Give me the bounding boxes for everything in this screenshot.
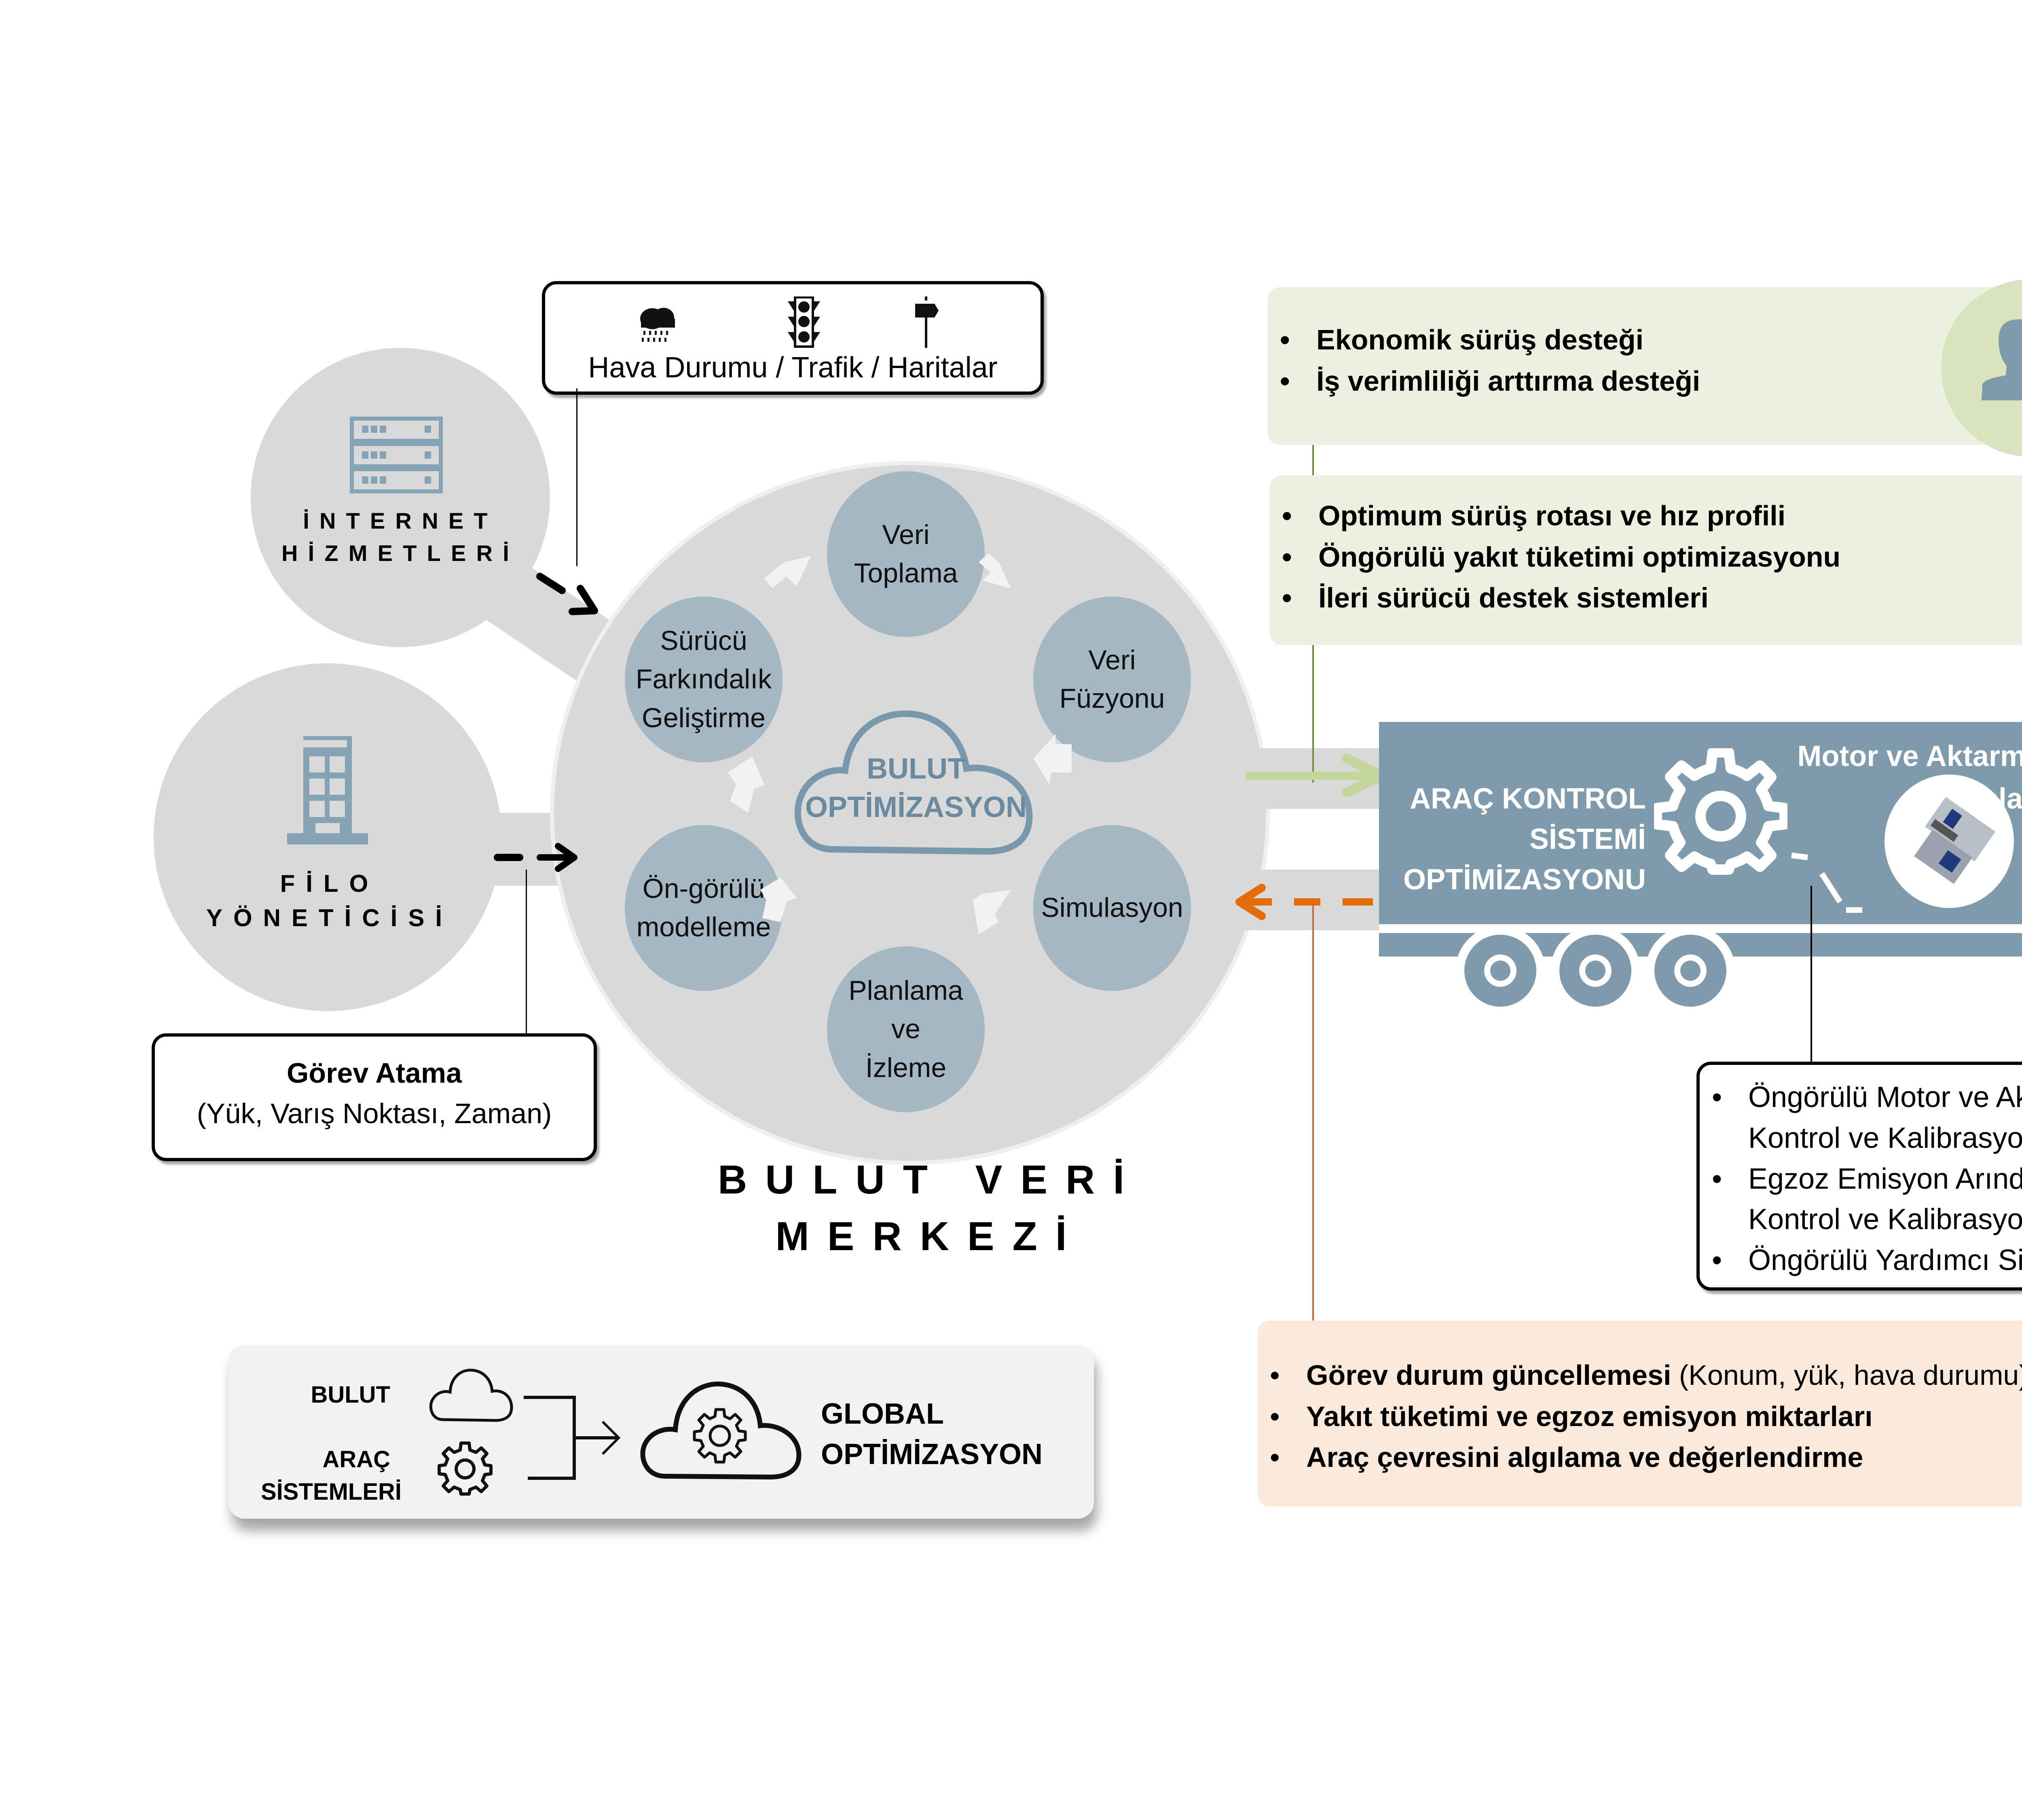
node-label: Veri Füzyonu — [1059, 644, 1165, 714]
cloud-optimization-icon: BULUT OPTİMİZASYON — [785, 696, 1047, 866]
feedback-panel-connector — [1312, 902, 1314, 1327]
route-optimization-panel: Optimum sürüş rotası ve hız profili Öngö… — [1270, 475, 2022, 645]
gear-to-engine-connector — [1789, 845, 1870, 918]
cycle-arrow-2 — [979, 553, 1011, 588]
feedback-item-bold: Araç çevresini algılama ve değerlendirme — [1306, 1441, 1863, 1473]
powertrain-item-line1: Öngörülü Yardımcı Sistemler Kontrolü — [1748, 1244, 2022, 1277]
powertrain-item: Egzoz Emisyon Arındırma SistemiKontrol v… — [1700, 1159, 2022, 1240]
node-label: Planlama ve İzleme — [848, 975, 963, 1083]
feedback-item-normal: (Konum, yük, hava durumu) — [1671, 1359, 2022, 1391]
truck-control-line2: SİSTEMİ — [1529, 823, 1646, 855]
server-rack-icon — [350, 417, 443, 493]
powertrain-item-line1: Egzoz Emisyon Arındırma Sistemi — [1748, 1162, 2022, 1195]
cycle-arrow-5 — [760, 878, 797, 922]
weather-box-connector — [576, 388, 577, 566]
powertrain-item-line2: Kontrol ve Kalibrasyonu — [1748, 1203, 2022, 1236]
task-subtitle: (Yük, Varış Noktası, Zaman) — [197, 1098, 552, 1129]
node-on-gorulu-modelleme: Ön-görülü modelleme — [625, 825, 783, 991]
cloud-center-line1: BULUT — [867, 753, 965, 785]
legend-cloud-label: BULUT — [311, 1382, 390, 1408]
node-label: Ön-görülü modelleme — [636, 873, 771, 942]
fleet-label-line2: YÖNETİCİSİ — [206, 904, 453, 931]
cycle-arrow-6 — [728, 756, 764, 813]
traffic-light-icon — [788, 296, 820, 349]
rain-cloud-icon — [636, 301, 681, 345]
node-label: Simulasyon — [1041, 892, 1183, 923]
legend-cloud-icon — [427, 1367, 516, 1424]
legend-vehicle-label-2: SİSTEMLERİ — [261, 1479, 402, 1505]
node-surucu-farkindalik: Sürücü Farkındalık Geliştirme — [625, 597, 783, 762]
driver-support-item: Ekonomik sürüş desteği — [1268, 320, 1700, 361]
feedback-item: Yakıt tüketimi ve egzoz emisyon miktarla… — [1258, 1396, 2022, 1437]
route-item: Optimum sürüş rotası ve hız profili — [1270, 495, 1840, 537]
cloud-data-center-title-line2: MERKEZİ — [775, 1214, 1085, 1259]
truck-control-line1: ARAÇ KONTROL — [1410, 783, 1646, 815]
task-title: Görev Atama — [286, 1057, 462, 1089]
powertrain-box-connector — [1810, 886, 1812, 1064]
route-item: Öngörülü yakıt tüketimi optimizasyonu — [1270, 537, 1840, 578]
node-veri-fuzyonu: Veri Füzyonu — [1033, 597, 1191, 762]
driver-support-panel: Ekonomik sürüş desteği İş verimliliği ar… — [1268, 287, 2022, 445]
node-label: Sürücü Farkındalık Geliştirme — [635, 625, 772, 733]
truck-control-line3: OPTİMİZASYONU — [1403, 863, 1646, 896]
driver-panel-connector — [1312, 445, 1314, 477]
powertrain-control-box: Öngörülü Motor ve Aktarma OrganlarıKontr… — [1696, 1062, 2022, 1291]
powertrain-item: Öngörülü Yardımcı Sistemler Kontrolü — [1700, 1240, 2022, 1281]
truck-to-cloud-arrow — [1233, 882, 1387, 922]
feedback-item-bold: Görev durum güncellemesi — [1306, 1359, 1671, 1391]
powertrain-item-line2: Kontrol ve Kalibrasyonu — [1748, 1122, 2022, 1154]
engine-image-icon — [1885, 775, 2014, 908]
building-icon — [287, 736, 368, 853]
cycle-arrow-4 — [973, 890, 1011, 934]
internet-label-line2: HİZMETLERİ — [281, 540, 519, 566]
cloud-to-truck-arrow — [1242, 752, 1391, 798]
powertrain-item: Öngörülü Motor ve Aktarma OrganlarıKontr… — [1700, 1077, 2022, 1159]
legend-vehicle-label-1: ARAÇ — [322, 1446, 390, 1473]
feedback-item: Araç çevresini algılama ve değerlendirme — [1258, 1437, 2022, 1478]
external-data-box: Hava Durumu / Trafik / Haritalar — [542, 281, 1044, 395]
powertrain-item-line1: Öngörülü Motor ve Aktarma Organları — [1748, 1081, 2022, 1113]
cycle-arrow-1 — [764, 556, 811, 588]
task-assignment-box: Görev Atama (Yük, Varış Noktası, Zaman) — [152, 1033, 597, 1161]
node-label: Veri Toplama — [854, 519, 958, 588]
driver-support-item: İş verimliliği arttırma desteği — [1268, 361, 1700, 402]
legend-result-line1: GLOBAL — [821, 1398, 944, 1430]
internet-label-line1: İNTERNET — [303, 508, 498, 533]
internet-to-cloud-arrow — [534, 566, 607, 623]
cycle-arrows — [728, 553, 1072, 934]
legend-merge-arrow — [520, 1391, 625, 1484]
fleet-label-line1: FİLO — [280, 870, 379, 897]
route-item: İleri sürücü destek sistemleri — [1270, 578, 1840, 619]
legend-box: BULUT ARAÇ SİSTEMLERİ GLOBAL OPTİMİZASYO… — [228, 1345, 1094, 1519]
powertrain-line1: Motor ve Aktarma — [1797, 740, 2022, 772]
legend-result-line2: OPTİMİZASYON — [821, 1438, 1043, 1471]
feedback-item-bold: Yakıt tüketimi ve egzoz emisyon miktarla… — [1306, 1400, 1873, 1432]
vehicle-feedback-panel: Görev durum güncellemesi (Konum, yük, ha… — [1258, 1321, 2022, 1507]
cloud-center-line2: OPTİMİZASYON — [805, 791, 1027, 823]
feedback-item: Görev durum güncellemesi (Konum, yük, ha… — [1258, 1355, 2022, 1396]
node-simulasyon: Simulasyon — [1033, 825, 1191, 991]
driver-avatar-icon — [1973, 315, 2022, 429]
route-panel-connector — [1312, 645, 1314, 783]
gear-icon — [1652, 747, 1790, 882]
legend-global-cloud-icon — [637, 1379, 803, 1480]
external-data-label: Hava Durumu / Trafik / Haritalar — [588, 351, 998, 384]
task-box-connector — [526, 870, 527, 1035]
legend-gear-icon — [437, 1440, 493, 1496]
cloud-data-center-title-line1: BULUT VERİ — [718, 1157, 1142, 1202]
node-planlama-izleme: Planlama ve İzleme — [827, 946, 985, 1112]
cycle-arrow-3 — [1033, 734, 1072, 785]
node-veri-toplama: Veri Toplama — [827, 471, 985, 637]
signpost-icon — [915, 296, 939, 349]
fleet-to-cloud-arrow — [493, 841, 582, 874]
